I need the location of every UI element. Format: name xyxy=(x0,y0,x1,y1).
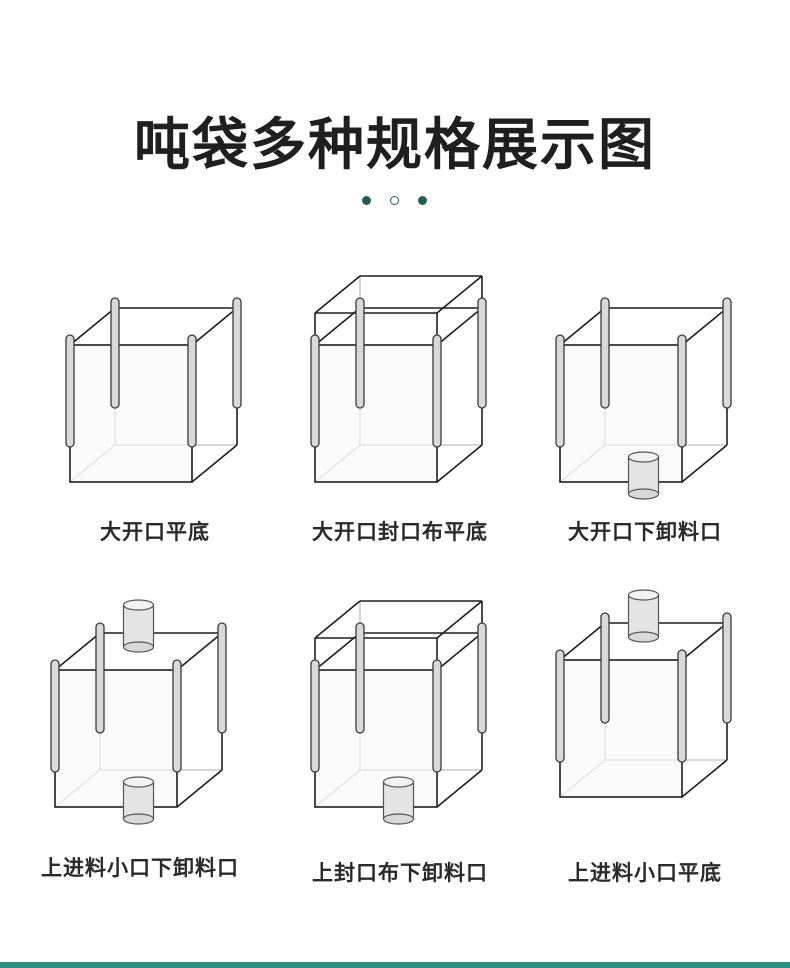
bag-label: 大开口下卸料口 xyxy=(568,519,722,544)
divider-dot-hollow xyxy=(390,196,399,205)
bag-card-spout-spout: 上进料小口下卸料口 xyxy=(15,595,265,880)
skirt-top-edge xyxy=(314,275,361,314)
spout-top-rim xyxy=(382,776,415,788)
lifting-loop xyxy=(477,297,487,409)
lifting-loop xyxy=(187,334,197,448)
bottom-discharge-spout xyxy=(627,451,660,500)
lifting-loop xyxy=(555,649,565,763)
lifting-loop xyxy=(110,297,120,409)
bag-label: 上封口布下卸料口 xyxy=(312,860,488,885)
spout-bottom-rim xyxy=(627,488,660,500)
spout-body xyxy=(628,457,659,494)
spout-body xyxy=(628,595,659,637)
lifting-loop xyxy=(432,659,442,773)
lifting-loop xyxy=(432,334,442,448)
lifting-loop xyxy=(722,297,732,409)
front-face xyxy=(55,670,177,807)
bag-diagram xyxy=(50,599,227,825)
lifting-loop xyxy=(217,622,227,734)
lifting-loop xyxy=(555,334,565,448)
bag-label: 上进料小口平底 xyxy=(568,860,722,885)
top-left-edge xyxy=(314,307,361,346)
bottom-right-edge xyxy=(681,444,728,483)
bottom-accent-bar xyxy=(0,962,790,968)
lifting-loop xyxy=(477,622,487,734)
top-left-edge xyxy=(559,307,606,346)
lifting-loop xyxy=(95,622,105,734)
skirt-top-edge xyxy=(436,275,483,314)
front-face xyxy=(560,345,682,482)
top-left-edge xyxy=(69,307,116,346)
front-face xyxy=(315,345,437,482)
lifting-loop xyxy=(172,659,182,773)
spout-top-rim xyxy=(627,451,660,463)
spout-top-rim xyxy=(627,589,660,601)
spout-body xyxy=(383,782,414,819)
lifting-loop xyxy=(355,622,365,734)
bag-diagram xyxy=(555,297,732,500)
lifting-loop xyxy=(310,659,320,773)
lifting-loop xyxy=(232,297,242,409)
lifting-loop xyxy=(600,297,610,409)
top-right-edge xyxy=(681,622,728,661)
spout-top-rim xyxy=(122,599,155,611)
top-right-edge xyxy=(681,307,728,346)
lifting-loop xyxy=(355,297,365,409)
title-divider-dots xyxy=(360,194,430,208)
spout-body xyxy=(123,782,154,819)
top-fill-spout xyxy=(627,589,660,643)
lifting-loop xyxy=(50,659,60,773)
top-left-edge xyxy=(54,632,101,671)
lifting-loop xyxy=(722,612,732,724)
spout-bottom-rim xyxy=(122,813,155,825)
bag-diagram xyxy=(65,297,242,483)
top-right-edge xyxy=(436,632,483,671)
spout-body xyxy=(123,605,154,647)
spout-bottom-rim xyxy=(122,641,155,653)
bag-diagram xyxy=(310,600,487,825)
lifting-loop xyxy=(65,334,75,448)
bottom-right-edge xyxy=(436,769,483,808)
bag-label: 大开口平底 xyxy=(100,519,210,544)
top-right-edge xyxy=(176,632,223,671)
bottom-right-edge xyxy=(176,769,223,808)
lifting-loop xyxy=(677,649,687,763)
front-face xyxy=(560,660,682,797)
divider-dot-filled xyxy=(362,196,371,205)
top-left-edge xyxy=(314,632,361,671)
bottom-discharge-spout xyxy=(382,776,415,825)
divider-dot-filled xyxy=(418,196,427,205)
lifting-loop xyxy=(677,334,687,448)
spout-bottom-rim xyxy=(627,631,660,643)
bottom-discharge-spout xyxy=(122,776,155,825)
spout-top-rim xyxy=(122,776,155,788)
bag-card-skirt-spout: 上封口布下卸料口 xyxy=(275,595,525,885)
top-fill-spout xyxy=(122,599,155,653)
lifting-loop xyxy=(600,612,610,724)
bag-diagram xyxy=(310,275,487,483)
top-right-edge xyxy=(191,307,238,346)
skirt-top-edge xyxy=(436,600,483,639)
spout-bottom-rim xyxy=(382,813,415,825)
bag-card-spout-flat: 上进料小口平底 xyxy=(520,585,770,885)
top-right-edge xyxy=(436,307,483,346)
bottom-right-edge xyxy=(436,444,483,483)
bag-diagram xyxy=(555,589,732,798)
bag-card-open-spout: 大开口下卸料口 xyxy=(520,270,770,544)
bottom-right-edge xyxy=(191,444,238,483)
skirt-top-edge xyxy=(314,600,361,639)
lifting-loop xyxy=(310,334,320,448)
bottom-right-edge xyxy=(681,759,728,798)
bag-card-open-flat: 大开口平底 xyxy=(30,270,280,544)
bag-label: 上进料小口下卸料口 xyxy=(41,855,239,880)
front-face xyxy=(315,670,437,807)
bag-label: 大开口封口布平底 xyxy=(312,519,488,544)
top-left-edge xyxy=(559,622,606,661)
front-face xyxy=(70,345,192,482)
page-title: 吨袋多种规格展示图 xyxy=(134,113,656,178)
bag-card-skirt-flat: 大开口封口布平底 xyxy=(275,270,525,544)
